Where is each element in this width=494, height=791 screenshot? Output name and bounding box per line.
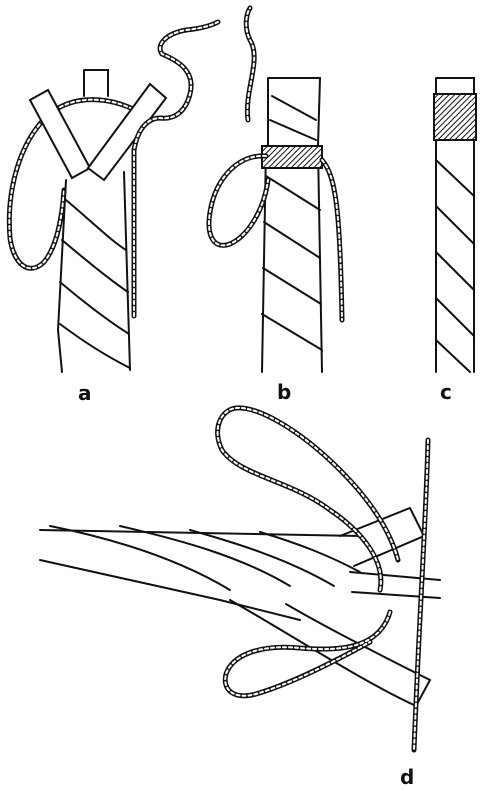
rope-body — [262, 148, 322, 372]
panel-a-drawing — [9, 22, 218, 372]
rope-body — [436, 140, 474, 372]
panel-b-drawing — [209, 8, 342, 372]
unlaid-strand-lower — [230, 600, 430, 706]
unlaid-strand-left — [30, 90, 90, 178]
panel-label-d: d — [400, 767, 414, 787]
unlaid-strand-upper — [340, 508, 424, 566]
rope-strand-stub — [84, 70, 108, 96]
finished-whipping — [434, 94, 476, 140]
rope-lay — [60, 200, 130, 368]
twine-loop-lower — [225, 612, 390, 696]
twine-loop — [209, 156, 268, 246]
panel-label-b: b — [277, 382, 291, 402]
twine-end — [134, 22, 218, 316]
whipping-turns — [262, 146, 322, 168]
panel-d-drawing — [40, 408, 440, 750]
panel-label-c: c — [440, 382, 452, 402]
rope-lay — [436, 160, 474, 372]
unlaid-strand-middle — [350, 572, 440, 598]
panel-c-drawing — [434, 78, 476, 372]
rope-lay — [262, 176, 322, 350]
panel-label-a: a — [78, 383, 92, 403]
